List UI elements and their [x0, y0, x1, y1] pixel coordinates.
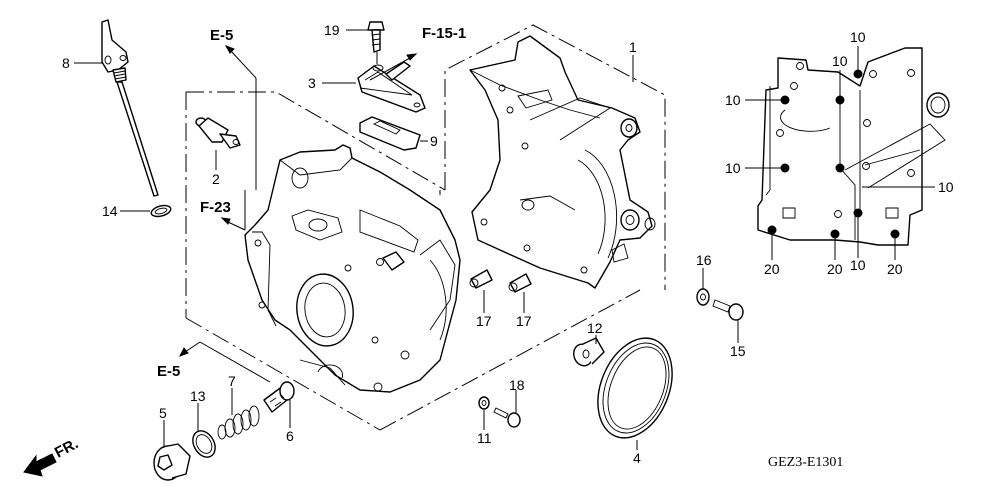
- callout-13[interactable]: 13: [190, 388, 206, 404]
- washer-part-16: [696, 288, 710, 306]
- washer-part-11: [478, 396, 490, 410]
- plug-part-2: [195, 117, 241, 149]
- callout-7[interactable]: 7: [228, 373, 236, 389]
- diagram-code: GEZ3-E1301: [768, 455, 843, 470]
- callout-18[interactable]: 18: [509, 377, 525, 393]
- spring-part-7: [217, 405, 260, 440]
- callout-20b[interactable]: 20: [827, 261, 843, 277]
- bolt-part-18: [493, 407, 521, 428]
- callout-10a[interactable]: 10: [725, 92, 741, 108]
- callout-11[interactable]: 11: [477, 430, 492, 446]
- callout-5[interactable]: 5: [159, 405, 167, 421]
- callout-10g[interactable]: 10: [850, 257, 866, 273]
- ref-label-e5-bottom[interactable]: E-5: [157, 363, 180, 380]
- reference-arrows: [178, 45, 418, 383]
- callout-9[interactable]: 9: [430, 133, 438, 149]
- callout-19[interactable]: 19: [324, 22, 340, 38]
- front-direction-indicator: FR.: [23, 435, 81, 477]
- leader-lines: [74, 29, 935, 450]
- callout-12[interactable]: 12: [587, 320, 603, 336]
- ref-label-f23[interactable]: F-23: [200, 199, 231, 216]
- filter-screen-part-6: [263, 381, 295, 413]
- cover-inset: [757, 47, 950, 246]
- assembly-outline-left: [185, 91, 641, 431]
- bolt-part-15: [712, 299, 744, 321]
- callout-16[interactable]: 16: [696, 252, 712, 268]
- callout-8[interactable]: 8: [62, 55, 70, 71]
- callout-20c[interactable]: 20: [887, 261, 903, 277]
- callout-15[interactable]: 15: [730, 343, 746, 359]
- oil-seal-part-4: [597, 337, 673, 439]
- callout-10d[interactable]: 10: [850, 29, 866, 45]
- callout-4[interactable]: 4: [633, 450, 641, 466]
- gasket-part-9: [359, 116, 421, 151]
- breather-cover-part-3: [357, 61, 426, 113]
- bolt-part-19: [367, 21, 385, 64]
- callout-10e[interactable]: 10: [938, 179, 954, 195]
- crankcase-part-main: [244, 144, 461, 393]
- callout-17a[interactable]: 17: [476, 313, 492, 329]
- callout-10c[interactable]: 10: [832, 53, 848, 69]
- bearing-part-12: [573, 337, 605, 367]
- callout-6[interactable]: 6: [286, 428, 294, 444]
- callout-20a[interactable]: 20: [764, 261, 780, 277]
- callout-3[interactable]: 3: [308, 75, 316, 91]
- ref-label-e5-top[interactable]: E-5: [210, 27, 233, 44]
- crankcase-cover-part-1: [469, 35, 656, 289]
- front-label: FR.: [52, 435, 81, 461]
- dowel-pin-part-17a: [469, 269, 493, 289]
- callout-17b[interactable]: 17: [516, 313, 532, 329]
- o-ring-part-14: [150, 204, 172, 218]
- o-ring-part-13: [192, 430, 216, 458]
- callout-2[interactable]: 2: [212, 171, 220, 187]
- assembly-outline-right: [439, 24, 666, 290]
- callout-1[interactable]: 1: [629, 39, 637, 55]
- dipstick-part-8: [101, 19, 159, 197]
- callout-14[interactable]: 14: [102, 203, 118, 219]
- drain-plug-part-5: [153, 443, 191, 481]
- front-arrow-icon: [23, 453, 57, 477]
- ref-label-f15-1[interactable]: F-15-1: [422, 25, 466, 42]
- dowel-pin-part-17b: [508, 273, 532, 293]
- callout-10b[interactable]: 10: [725, 160, 741, 176]
